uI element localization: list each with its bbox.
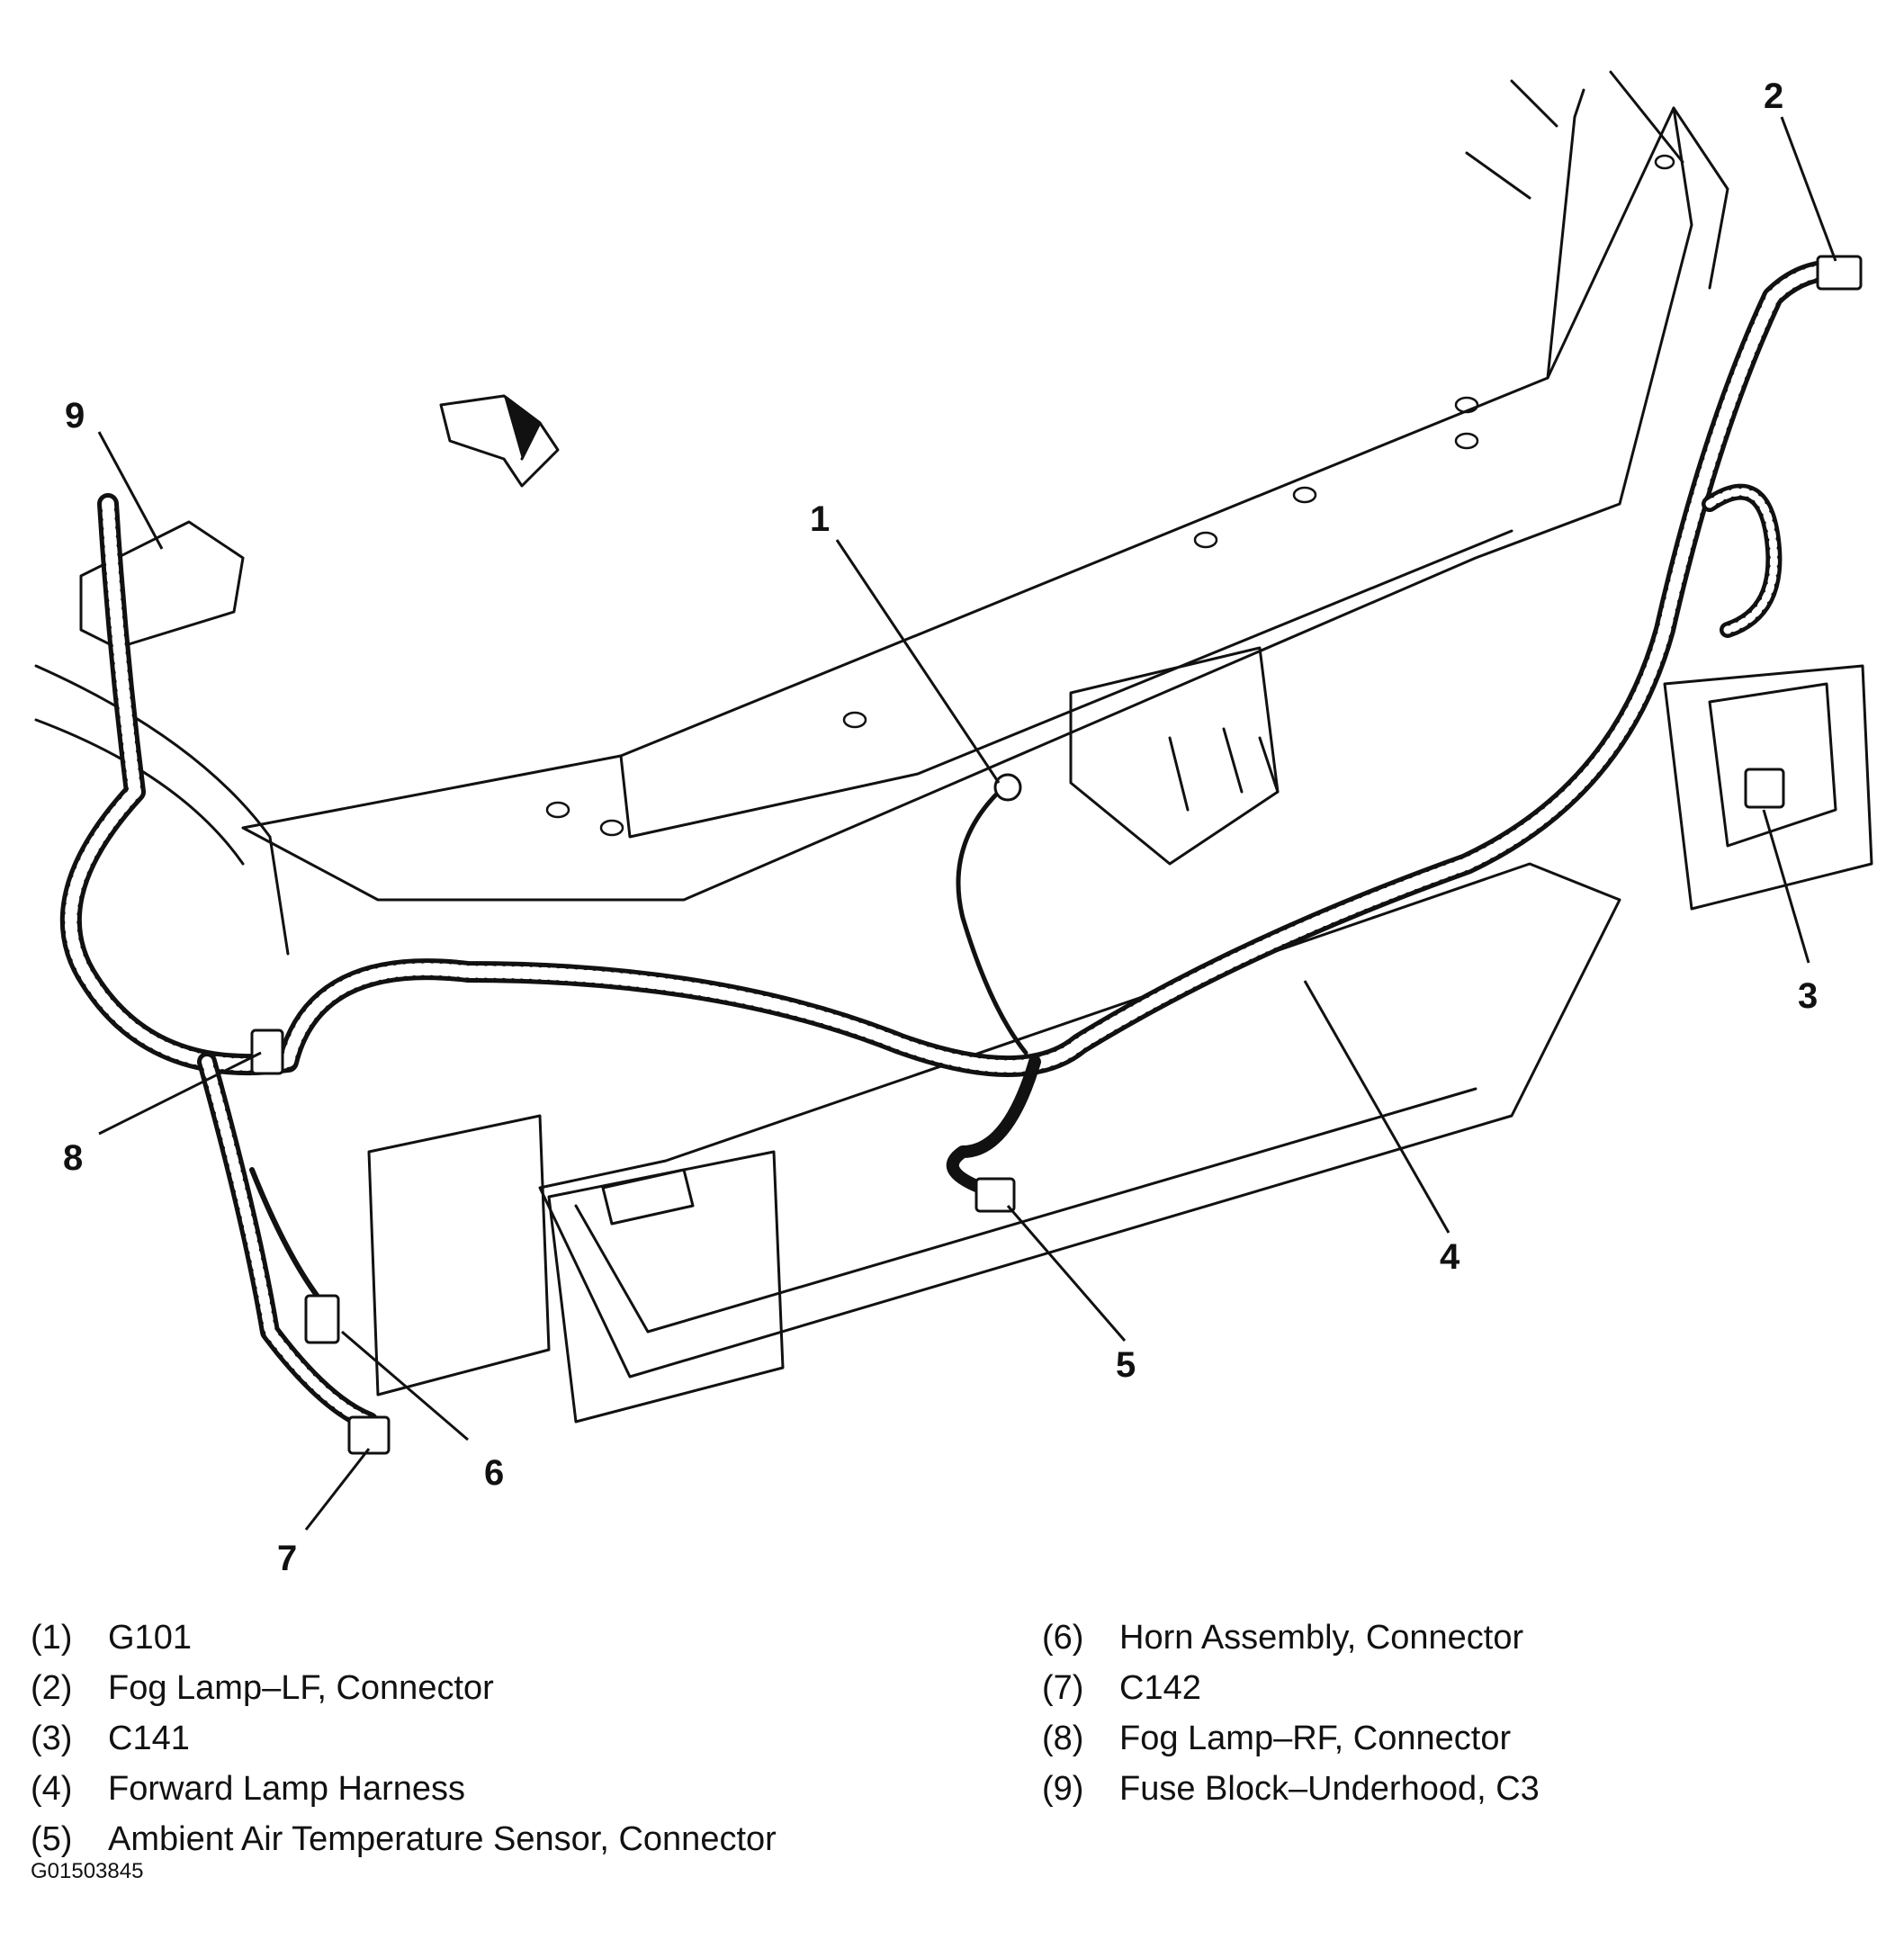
legend-number: (3) xyxy=(31,1720,73,1757)
legend-number: (4) xyxy=(31,1770,73,1808)
latch xyxy=(1168,727,1280,812)
legend-left-column: (1) G101 (2) Fog Lamp–LF, Connector (3) … xyxy=(31,1612,777,1864)
callout-7: 7 xyxy=(277,1539,297,1578)
legend-label: G101 xyxy=(108,1619,192,1657)
left-mount-block xyxy=(367,1114,551,1397)
right-mount-inner xyxy=(1708,682,1837,848)
legend-number: (2) xyxy=(31,1669,73,1707)
fog-lamp-rf-connector xyxy=(250,1028,284,1075)
upper-radiator-support xyxy=(241,106,1693,902)
legend-number: (7) xyxy=(1042,1669,1084,1707)
callout-3: 3 xyxy=(1798,976,1818,1016)
callout-2: 2 xyxy=(1764,76,1783,116)
lower-tie-bar xyxy=(538,862,1621,1379)
rail-holes xyxy=(545,154,1675,837)
legend-number: (5) xyxy=(31,1820,73,1858)
fog-lamp-lf-connector xyxy=(1816,255,1863,291)
right-mount-bracket xyxy=(1663,664,1873,911)
legend-label: Fog Lamp–RF, Connector xyxy=(1119,1720,1512,1757)
legend-number: (6) xyxy=(1042,1619,1084,1657)
legend-right-column: (6) Horn Assembly, Connector (7) C142 (8… xyxy=(1042,1612,1540,1814)
legend-number: (8) xyxy=(1042,1720,1084,1757)
legend-label: C141 xyxy=(108,1720,190,1757)
figure-code: G01503845 xyxy=(31,1859,144,1883)
legend-item-9: (9) Fuse Block–Underhood, C3 xyxy=(1042,1764,1540,1814)
top-flange-lines xyxy=(1465,70,1684,200)
hood-latch-bracket xyxy=(1069,646,1280,866)
legend-item-2: (2) Fog Lamp–LF, Connector xyxy=(31,1663,777,1713)
top-flange xyxy=(1546,88,1729,380)
legend-label: Fog Lamp–LF, Connector xyxy=(108,1669,494,1707)
g101-ground xyxy=(993,773,1022,802)
left-fender xyxy=(34,664,290,956)
ambient-sensor-connector xyxy=(974,1177,1016,1213)
wiring-diagram: 1 2 3 4 5 6 7 8 9 xyxy=(34,70,1873,1578)
legend-item-7: (7) C142 xyxy=(1042,1663,1540,1713)
legend-item-1: (1) G101 xyxy=(31,1612,777,1663)
legend-label: C142 xyxy=(1119,1669,1201,1707)
legend-item-4: (4) Forward Lamp Harness xyxy=(31,1764,777,1814)
left-mount-plate xyxy=(547,1150,785,1424)
front-arrow xyxy=(439,394,560,488)
legend-label: Fuse Block–Underhood, C3 xyxy=(1119,1770,1540,1808)
callout-9: 9 xyxy=(65,396,85,436)
upper-rail-edge xyxy=(619,529,1513,839)
legend-item-6: (6) Horn Assembly, Connector xyxy=(1042,1612,1540,1663)
legend-number: (9) xyxy=(1042,1770,1084,1808)
legend-item-3: (3) C141 xyxy=(31,1713,777,1764)
callout-1: 1 xyxy=(810,499,830,539)
callout-6: 6 xyxy=(484,1453,504,1493)
legend-item-5: (5) Ambient Air Temperature Sensor, Conn… xyxy=(31,1814,777,1864)
c142-connector xyxy=(347,1415,391,1455)
horn-connector xyxy=(304,1294,340,1344)
callout-8: 8 xyxy=(63,1138,83,1178)
legend-item-8: (8) Fog Lamp–RF, Connector xyxy=(1042,1713,1540,1764)
callout-5: 5 xyxy=(1116,1345,1136,1385)
c141-connector xyxy=(1744,768,1785,809)
legend-label: Ambient Air Temperature Sensor, Connecto… xyxy=(108,1820,777,1858)
left-mount-slot xyxy=(601,1168,695,1226)
forward-lamp-harness xyxy=(59,259,1846,1432)
lower-tie-bar-inner xyxy=(574,1087,1477,1334)
legend-label: Forward Lamp Harness xyxy=(108,1770,466,1808)
legend-label: Horn Assembly, Connector xyxy=(1119,1619,1524,1657)
callout-4: 4 xyxy=(1440,1237,1460,1277)
legend-number: (1) xyxy=(31,1619,73,1657)
fuse-block xyxy=(79,520,245,650)
